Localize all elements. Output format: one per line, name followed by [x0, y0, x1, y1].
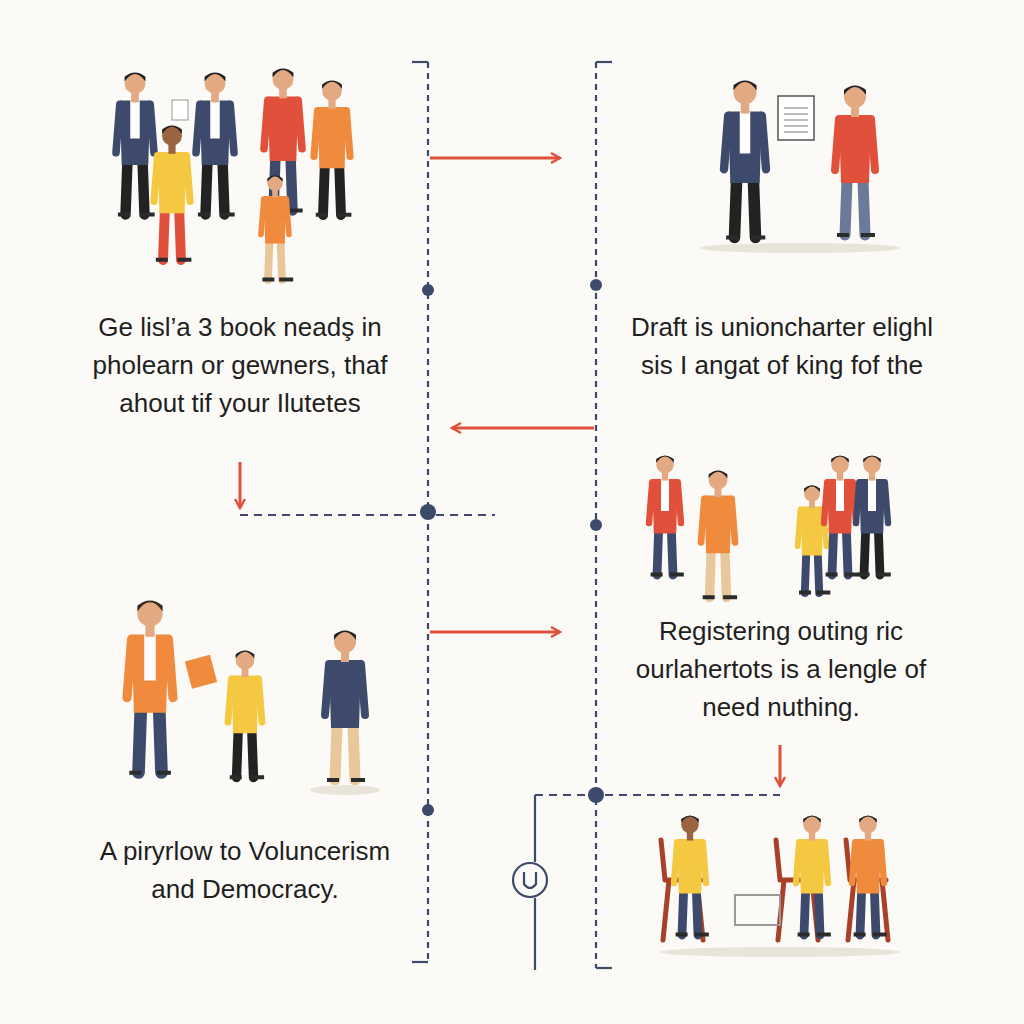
person-figure — [127, 601, 173, 775]
step-text: Registering outing ric ourlahertots is a… — [606, 612, 956, 726]
step-text: Draft is unioncharter elighl sis I angat… — [612, 308, 952, 384]
timeline-dots — [420, 279, 604, 816]
red-arrows — [240, 158, 780, 786]
person-figure — [116, 72, 155, 216]
person-figure — [724, 81, 766, 240]
person-figure — [261, 175, 293, 281]
person-figure — [264, 68, 303, 212]
step-text: A piryrlow to Voluncеrism and Democracy. — [85, 832, 405, 908]
person-figure — [856, 455, 891, 576]
person-figure — [154, 125, 191, 261]
person-figure — [824, 455, 859, 576]
person-figure — [228, 650, 264, 779]
step-text: Ge lisl’a 3 book neadş in pholearn or ge… — [70, 308, 410, 422]
person-figure — [196, 72, 235, 216]
person-figure — [325, 631, 365, 783]
person-figure — [314, 80, 351, 216]
people-figures — [116, 68, 900, 957]
person-figure — [835, 86, 875, 238]
person-figure — [701, 470, 737, 599]
person-figure — [649, 455, 684, 576]
person-figure — [674, 815, 709, 936]
timeline-lines — [240, 62, 780, 970]
person-figure — [852, 815, 887, 936]
person-figure — [796, 815, 831, 936]
